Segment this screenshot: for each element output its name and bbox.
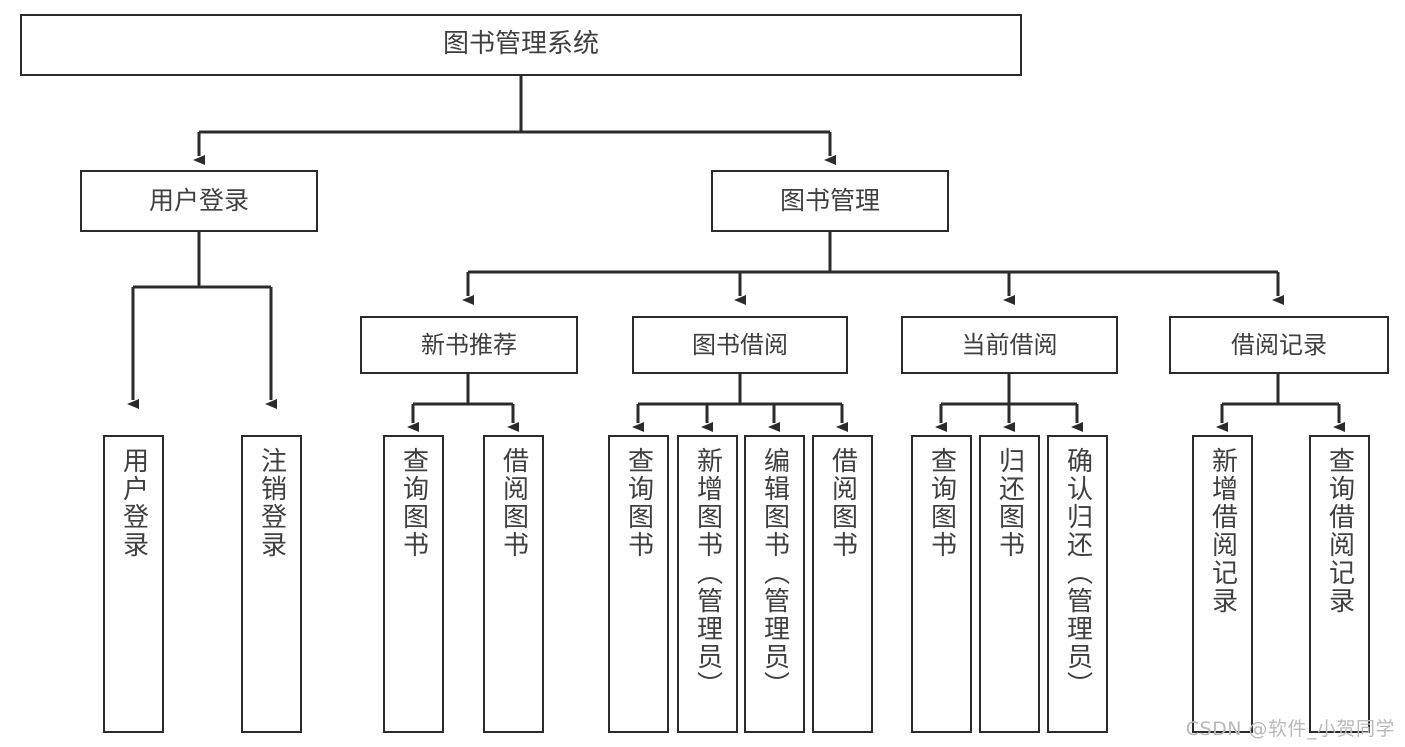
leaf-return-book[interactable]: 归还图书 bbox=[979, 435, 1040, 733]
leaf-logout-label: 注销登录 bbox=[256, 447, 287, 559]
node-root[interactable]: 图书管理系统 bbox=[20, 14, 1022, 76]
leaf-query-book-current[interactable]: 查询图书 bbox=[911, 435, 972, 733]
leaf-confirm-return-admin[interactable]: 确认归还（管理员） bbox=[1047, 435, 1108, 733]
node-book-management-label: 图书管理 bbox=[779, 186, 880, 215]
leaf-query-book-recommend-label: 查询图书 bbox=[398, 447, 429, 559]
leaf-add-borrow-record[interactable]: 新增借阅记录 bbox=[1192, 435, 1253, 733]
node-user-login-label: 用户登录 bbox=[148, 186, 249, 215]
leaf-borrow-book-recommend-label: 借阅图书 bbox=[498, 447, 529, 559]
node-book-borrow[interactable]: 图书借阅 bbox=[632, 316, 848, 374]
node-book-management[interactable]: 图书管理 bbox=[711, 170, 949, 232]
leaf-query-book-recommend[interactable]: 查询图书 bbox=[383, 435, 444, 733]
leaf-borrow-book-label: 借阅图书 bbox=[827, 447, 858, 559]
leaf-borrow-book-recommend[interactable]: 借阅图书 bbox=[483, 435, 544, 733]
leaf-add-borrow-record-label: 新增借阅记录 bbox=[1207, 447, 1238, 615]
node-current-borrow-label: 当前借阅 bbox=[961, 330, 1058, 359]
leaf-confirm-return-admin-label: 确认归还（管理员） bbox=[1062, 447, 1093, 699]
leaf-user-login[interactable]: 用户登录 bbox=[103, 435, 164, 733]
node-root-label: 图书管理系统 bbox=[442, 29, 599, 60]
leaf-query-borrow-record-label: 查询借阅记录 bbox=[1324, 447, 1355, 615]
node-new-book-recommend-label: 新书推荐 bbox=[421, 330, 517, 359]
node-book-borrow-label: 图书借阅 bbox=[692, 330, 788, 359]
leaf-return-book-label: 归还图书 bbox=[994, 447, 1025, 559]
node-current-borrow[interactable]: 当前借阅 bbox=[901, 316, 1118, 374]
csdn-watermark: CSDN @软件_小贺同学 bbox=[1185, 718, 1395, 740]
node-borrow-record[interactable]: 借阅记录 bbox=[1169, 316, 1389, 374]
leaf-user-login-label: 用户登录 bbox=[118, 447, 149, 559]
leaf-query-book-borrow[interactable]: 查询图书 bbox=[608, 435, 669, 733]
leaf-add-book-admin-label: 新增图书（管理员） bbox=[692, 447, 723, 699]
leaf-query-book-current-label: 查询图书 bbox=[926, 447, 957, 559]
node-new-book-recommend[interactable]: 新书推荐 bbox=[360, 316, 578, 374]
leaf-edit-book-admin-label: 编辑图书（管理员） bbox=[759, 447, 790, 699]
node-borrow-record-label: 借阅记录 bbox=[1231, 330, 1327, 359]
node-user-login[interactable]: 用户登录 bbox=[80, 170, 318, 232]
leaf-query-book-borrow-label: 查询图书 bbox=[623, 447, 654, 559]
leaf-edit-book-admin[interactable]: 编辑图书（管理员） bbox=[744, 435, 805, 733]
leaf-borrow-book[interactable]: 借阅图书 bbox=[812, 435, 873, 733]
leaf-logout[interactable]: 注销登录 bbox=[241, 435, 302, 733]
leaf-query-borrow-record[interactable]: 查询借阅记录 bbox=[1309, 435, 1370, 733]
leaf-add-book-admin[interactable]: 新增图书（管理员） bbox=[677, 435, 738, 733]
